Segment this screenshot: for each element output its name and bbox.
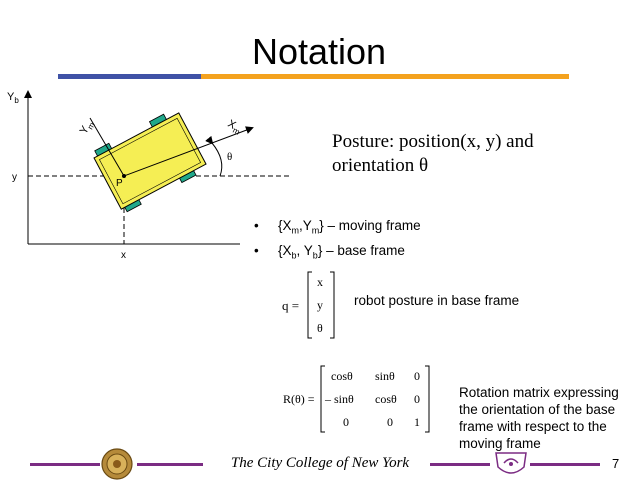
title-underline	[58, 74, 569, 79]
posture-description: Posture: position(x, y) and orientation …	[332, 131, 534, 176]
q-entry-x: x	[317, 275, 323, 289]
q-entry-theta: θ	[317, 321, 323, 335]
college-seal-icon	[101, 448, 133, 480]
bullet-text: {Xb, Yb} – base frame	[278, 242, 405, 261]
footer-rule-right	[530, 463, 600, 466]
bullet-list: • {Xm,Ym} – moving frame • {Xb, Yb} – ba…	[254, 216, 421, 265]
r-cell: cosθ	[375, 392, 397, 406]
y-tick-label: y	[12, 172, 17, 183]
r-cell: 0	[414, 369, 420, 383]
r-cell: 1	[414, 415, 420, 429]
bullet-marker: •	[254, 242, 259, 258]
moving-y-label: Ym	[78, 118, 97, 137]
page-number: 7	[612, 456, 620, 471]
q-caption: robot posture in base frame	[354, 293, 520, 308]
moving-x-axis	[123, 126, 254, 177]
q-lhs: q =	[282, 298, 299, 313]
r-cell: 0	[343, 415, 349, 429]
x-tick-label: x	[121, 250, 126, 261]
college-shield-logo-icon	[495, 452, 527, 474]
moving-y-axis	[89, 117, 125, 177]
r-cell: sinθ	[375, 369, 395, 383]
robot-frame-diagram: Yb y x Ym Xm θ P	[7, 90, 290, 261]
footer-rule-left	[30, 463, 100, 466]
slide-title: Notation	[251, 31, 387, 72]
footer-rule-mid-right	[430, 463, 490, 466]
robot-body	[93, 112, 207, 213]
moving-x-label: Xm	[225, 118, 244, 137]
theta-arc	[205, 135, 223, 177]
footer-institution: The City College of New York	[230, 455, 410, 471]
q-vector: q = x y θ	[282, 271, 335, 339]
footer-rule-mid-left	[137, 463, 203, 466]
bullet-text: {Xm,Ym} – moving frame	[278, 218, 421, 236]
bullet-marker: •	[254, 218, 259, 233]
p-label: P	[116, 178, 123, 189]
r-lhs: R(θ) =	[283, 392, 315, 406]
r-cell: cosθ	[331, 369, 353, 383]
bullet-item-moving-frame: • {Xm,Ym} – moving frame	[254, 216, 421, 241]
base-y-axis-label: Yb	[7, 91, 19, 105]
theta-label: θ	[227, 151, 232, 163]
q-entry-y: y	[317, 298, 323, 312]
r-cell: – sinθ	[324, 392, 354, 406]
r-cell: 0	[414, 392, 420, 406]
rotation-matrix: R(θ) = cosθ sinθ 0 – sinθ cosθ 0 0 0 1	[283, 365, 430, 433]
point-p	[122, 174, 126, 178]
bullet-item-base-frame: • {Xb, Yb} – base frame	[254, 241, 421, 266]
r-cell: 0	[387, 415, 393, 429]
r-caption: Rotation matrix expressing the orientati…	[459, 385, 619, 451]
